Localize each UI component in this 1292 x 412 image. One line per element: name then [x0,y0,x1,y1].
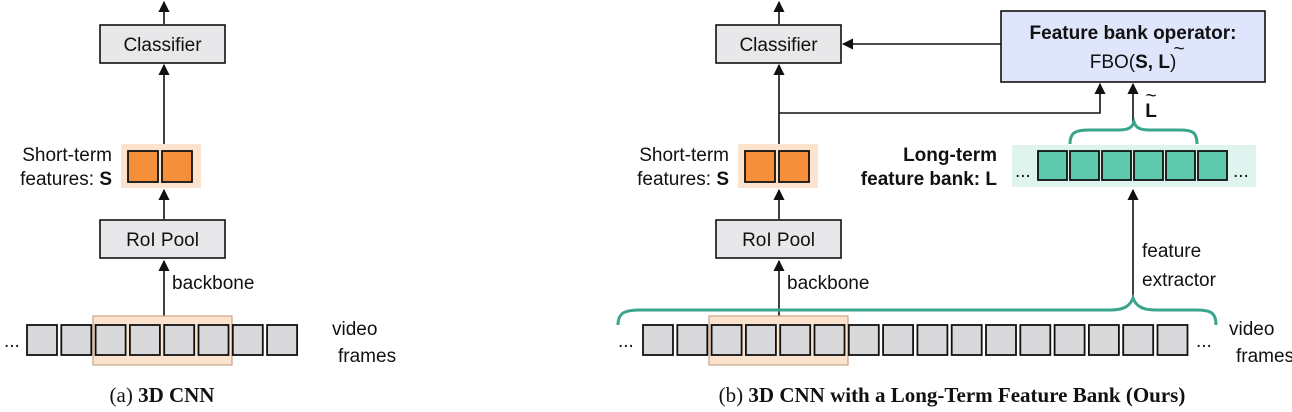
roi-pool-label: RoI Pool [126,230,199,251]
feature-extractor-label-line1: feature [1142,241,1201,262]
ellipsis-left: ... [4,331,20,352]
video-frames-label-line2: frames [1236,346,1292,367]
video-brace [616,293,1218,326]
long-term-feature [1133,150,1164,181]
video-frame [1053,324,1086,356]
long-term-feature [1069,150,1100,181]
video-frame [779,324,812,356]
long-term-label-line1: Long-term [903,145,997,166]
long-term-ellipsis-left: ... [1015,161,1031,182]
long-term-feature-row [1037,150,1228,181]
long-term-ellipsis-right: ... [1233,161,1249,182]
fbo-tilde: ~ [1173,39,1184,60]
video-frame [197,324,230,356]
video-frames-label-line1: video [1229,319,1274,340]
panel-b: Classifier Feature bank operator: FBO(S,… [616,0,1292,407]
video-frames-label-line1: video [332,319,377,340]
classifier-box [715,24,842,64]
video-frame [128,324,161,356]
video-frame [676,324,709,356]
feature-extractor-label-line2: extractor [1142,270,1217,291]
short-term-label-line2: features: S [20,169,112,190]
short-term-feature [127,150,159,183]
short-term-label-line1: Short-term [22,145,112,166]
roi-pool-box [715,219,842,259]
frame-row [642,324,1189,356]
long-term-feature [1037,150,1068,181]
roi-pool-label: RoI Pool [742,230,815,251]
feature-bank-brace [1068,117,1199,145]
video-frame [916,324,949,356]
long-term-feature [1101,150,1132,181]
feature-bank-operator-box [1000,10,1266,83]
classifier-label: Classifier [739,35,818,56]
short-term-label-line1: Short-term [639,145,729,166]
l-tilde-label: L [1145,101,1157,122]
branch-short-term-to-fbo [779,82,1106,114]
fbo-expression: FBO(S, L) [1090,52,1177,73]
long-term-label-line2: feature bank: L [861,169,998,190]
video-frame [642,324,674,356]
classifier-box [99,24,226,64]
video-frame [1156,324,1189,356]
video-frame [882,324,914,356]
fbo-title: Feature bank operator: [1030,23,1237,44]
backbone-label: backbone [172,273,254,294]
video-frame [266,324,299,356]
video-frame [231,324,264,356]
caption-b: (b) 3D CNN with a Long-Term Feature Bank… [719,383,1186,407]
roi-pool-box [99,219,226,259]
short-term-feature [778,150,810,183]
video-frame [985,324,1017,356]
video-frame [745,324,777,356]
video-frame [60,324,93,356]
video-frame [1088,324,1120,356]
panel-a: Classifier Short-term features: S RoI Po… [4,0,396,407]
video-frame [1122,324,1155,356]
ellipsis-left: ... [618,331,634,352]
frame-row [26,324,299,356]
video-frame [26,324,58,356]
short-term-feature [161,150,193,183]
backbone-label: backbone [787,273,869,294]
video-frame [950,324,983,356]
video-frame [163,324,196,356]
video-frame [847,324,880,356]
short-term-label-line2: features: S [637,169,729,190]
video-frame [813,324,846,356]
long-term-feature [1197,150,1228,181]
video-frame [94,324,127,356]
caption-a: (a) 3D CNN [110,383,215,407]
short-term-feature [744,150,776,183]
video-frame [710,324,743,356]
ellipsis-right: ... [1196,331,1212,352]
l-tilde-tilde: ~ [1145,86,1156,107]
classifier-label: Classifier [123,35,202,56]
video-frame [1019,324,1052,356]
video-frames-label-line2: frames [338,346,396,367]
long-term-feature [1165,150,1196,181]
